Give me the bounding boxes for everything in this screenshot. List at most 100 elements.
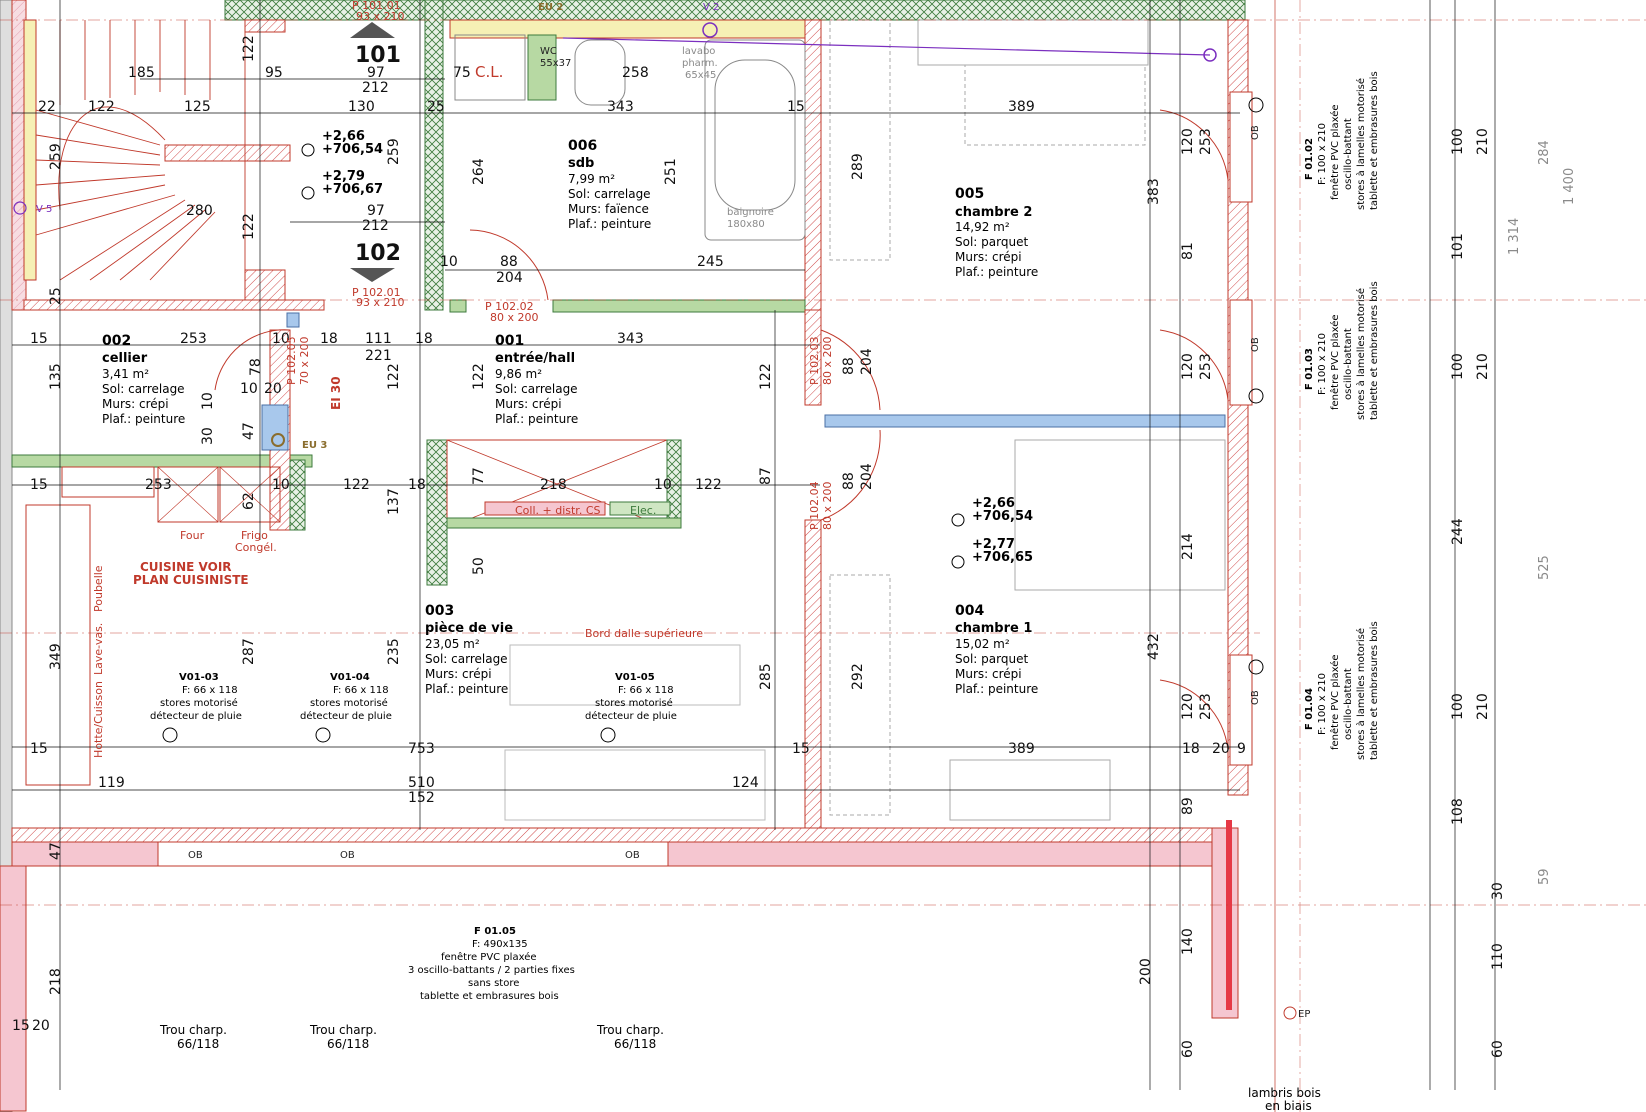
dim-389-b: 389 bbox=[1008, 741, 1035, 757]
f0104-l1: fenêtre PVC plaxée bbox=[1329, 654, 1341, 750]
fixture-labels: C.L. WC 55x37 lavabo pharm. 65x45 baigno… bbox=[36, 2, 1321, 1112]
room-area: 7,99 m² bbox=[568, 172, 615, 186]
trou-charp: Trou charp. 66/118 Trou charp. 66/118 Tr… bbox=[159, 1023, 664, 1051]
room-area: 14,92 m² bbox=[955, 220, 1010, 234]
door-p10101-size: 93 x 210 bbox=[356, 10, 405, 23]
vdim-30: 30 bbox=[200, 427, 216, 445]
top-dimensions: 185 95 22 122 125 130 25 75 343 15 389 9… bbox=[38, 65, 1035, 115]
room-area: 3,41 m² bbox=[102, 367, 149, 381]
motor-icon bbox=[1248, 97, 1264, 113]
vdim-383: 383 bbox=[1146, 178, 1162, 205]
label-four: Four bbox=[180, 529, 205, 542]
vdim-89: 89 bbox=[1180, 797, 1196, 815]
vdim-235: 235 bbox=[386, 638, 402, 665]
velux-1-l1: stores motorisé bbox=[160, 697, 238, 709]
room-number: 001 bbox=[495, 333, 524, 349]
dim-245: 245 bbox=[697, 254, 724, 270]
label-coll: Coll. + distr. CS bbox=[515, 504, 600, 517]
vdim-122-c: 122 bbox=[386, 363, 402, 390]
vdim-251: 251 bbox=[663, 158, 679, 185]
ep-icon bbox=[1283, 1006, 1297, 1020]
f0105-l2: 3 oscillo-battants / 2 parties fixes bbox=[408, 965, 575, 976]
vdim-210-c: 210 bbox=[1475, 693, 1491, 720]
trou-3-l2: 66/118 bbox=[614, 1037, 656, 1051]
room-number: 005 bbox=[955, 186, 984, 202]
vdim-62: 62 bbox=[241, 492, 257, 510]
room-area: 15,02 m² bbox=[955, 637, 1010, 651]
velux-2-l1: stores motorisé bbox=[310, 697, 388, 709]
vdim-59: 59 bbox=[1537, 868, 1552, 885]
f0103-l1: fenêtre PVC plaxée bbox=[1329, 314, 1341, 410]
vdim-100-c: 100 bbox=[1450, 693, 1466, 720]
room-floor: Sol: parquet bbox=[955, 235, 1028, 249]
room-floor: Sol: carrelage bbox=[495, 382, 578, 396]
room-name: cellier bbox=[102, 351, 148, 366]
label-ob-5: OB bbox=[1250, 337, 1261, 352]
label-cuisine-1: CUISINE VOIR bbox=[140, 560, 232, 574]
room-floor: Sol: carrelage bbox=[568, 187, 651, 201]
vdim-122-e: 122 bbox=[758, 363, 774, 390]
level-marker-icon bbox=[951, 555, 965, 569]
dim-119: 119 bbox=[98, 775, 125, 791]
room-name: chambre 2 bbox=[955, 205, 1032, 220]
vdim-259-a: 259 bbox=[48, 143, 64, 170]
label-lambris-1: lambris bois bbox=[1248, 1086, 1321, 1100]
dim-130: 130 bbox=[348, 99, 375, 115]
velux-1-l2: détecteur de pluie bbox=[150, 710, 242, 722]
door-p10203-code: P 102.03 bbox=[808, 336, 821, 385]
dim-22: 22 bbox=[38, 99, 56, 115]
vdim-101: 101 bbox=[1450, 233, 1466, 260]
motor-icon bbox=[162, 727, 178, 743]
vdim-78: 78 bbox=[248, 358, 264, 376]
motor-symbols bbox=[162, 97, 1264, 743]
trou-1-l2: 66/118 bbox=[177, 1037, 219, 1051]
label-frigo: Frigo bbox=[241, 529, 268, 542]
dim-9: 9 bbox=[1237, 741, 1246, 757]
vdim-204-a: 204 bbox=[859, 348, 875, 375]
dim-152: 152 bbox=[408, 790, 435, 806]
room-area: 23,05 m² bbox=[425, 637, 480, 651]
label-cuisine-2: PLAN CUISINISTE bbox=[133, 573, 249, 587]
vdim-135: 135 bbox=[48, 363, 64, 390]
f0102-l2: oscillo-battant bbox=[1343, 118, 1354, 190]
dim-75: 75 bbox=[453, 65, 471, 81]
motor-icon bbox=[1248, 659, 1264, 675]
label-lambris-2: en biais bbox=[1265, 1099, 1312, 1112]
motor-icon bbox=[315, 727, 331, 743]
room-ceiling: Plaf.: peinture bbox=[955, 682, 1038, 696]
vdim-349: 349 bbox=[48, 643, 64, 670]
vdim-81: 81 bbox=[1180, 242, 1196, 260]
label-ob-2: OB bbox=[340, 850, 355, 861]
dim-343: 343 bbox=[607, 99, 634, 115]
vdim-137: 137 bbox=[386, 488, 402, 515]
dim-753: 753 bbox=[408, 741, 435, 757]
f0105-l1: fenêtre PVC plaxée bbox=[441, 951, 537, 963]
door-p10203-size: 80 x 200 bbox=[821, 337, 834, 386]
label-wc-size: 55x37 bbox=[540, 58, 571, 69]
label-v5: V 5 bbox=[36, 204, 52, 215]
dim-25: 25 bbox=[427, 99, 445, 115]
vdim-210-b: 210 bbox=[1475, 353, 1491, 380]
vdim-200: 200 bbox=[1138, 958, 1154, 985]
f0105-code: F 01.05 bbox=[474, 926, 516, 937]
label-ob-3: OB bbox=[625, 850, 640, 861]
level-2-b: +706,67 bbox=[322, 182, 383, 197]
label-baignoire-size: 180x80 bbox=[727, 219, 765, 230]
room-floor: Sol: carrelage bbox=[425, 652, 508, 666]
label-eu3: EU 3 bbox=[302, 440, 327, 451]
velux-3-l1: stores motorisé bbox=[595, 697, 673, 709]
dim-122: 122 bbox=[88, 99, 115, 115]
room-003: 003 pièce de vie 23,05 m² Sol: carrelage… bbox=[425, 603, 513, 696]
room-walls: Murs: crépi bbox=[955, 250, 1022, 264]
room-ceiling: Plaf.: peinture bbox=[102, 412, 185, 426]
level-1-b: +706,54 bbox=[322, 142, 383, 157]
f0105-l3: sans store bbox=[468, 978, 519, 989]
f0105-f: F: 490x135 bbox=[472, 939, 528, 950]
label-pharm: pharm. bbox=[682, 58, 718, 69]
room-walls: Murs: crépi bbox=[102, 397, 169, 411]
vdim-218: 218 bbox=[48, 968, 64, 995]
dim-10-a: 10 bbox=[272, 331, 290, 347]
velux-3-f: F: 66 x 118 bbox=[618, 685, 674, 696]
door-p10205-code: P 102.05 bbox=[285, 336, 298, 385]
vdim-264: 264 bbox=[471, 158, 487, 185]
